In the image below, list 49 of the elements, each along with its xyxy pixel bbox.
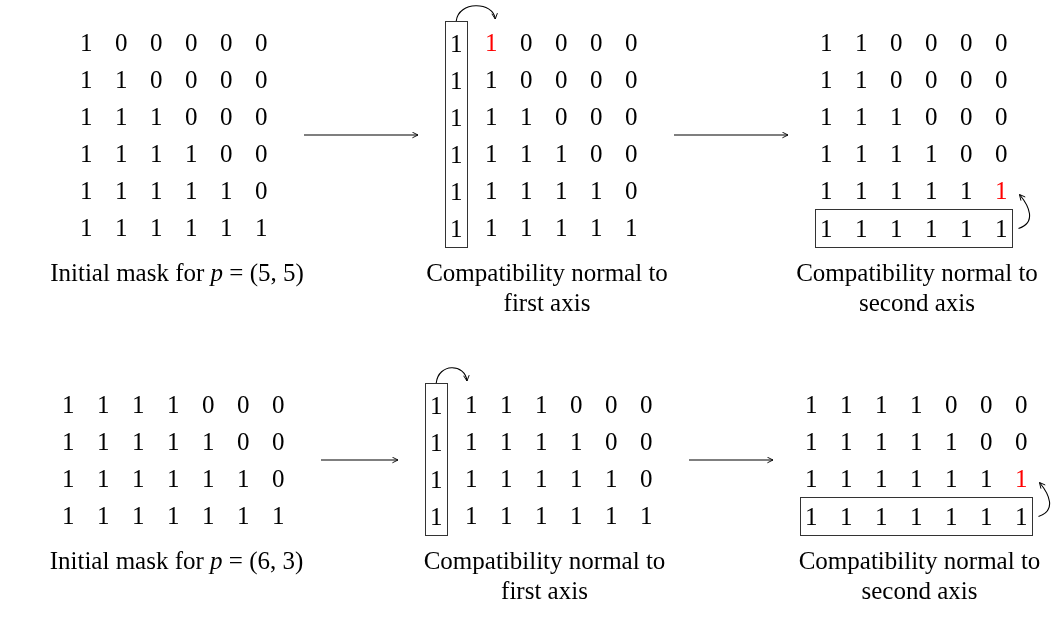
arrow xyxy=(673,131,789,139)
curved-arrow xyxy=(1037,481,1051,518)
matrix-row-text: 1 1 0 0 0 0 xyxy=(820,28,1008,58)
matrix-row-text: 1 1 1 0 0 0 xyxy=(80,102,268,132)
matrix-row-text: 0 0 0 0 xyxy=(520,28,638,58)
matrix-row-text: 1 1 0 0 0 0 xyxy=(80,65,268,95)
node-label: Compatibility normal to first axis xyxy=(422,546,667,606)
matrix-row-text: 1 1 1 1 1 0 xyxy=(465,464,653,494)
matrix-row-text: 1 1 1 1 1 1 xyxy=(805,464,993,494)
matrix-row-text: 1 1 1 1 1 1 0 xyxy=(62,464,285,494)
matrix-row-text: 1 0 0 0 0 0 xyxy=(80,28,268,58)
arrow xyxy=(688,456,774,464)
node-label: Compatibility normal to second axis xyxy=(797,546,1042,606)
matrix-row-text: 1 1 1 1 1 1 xyxy=(80,213,268,243)
matrix-row-text: 1 1 1 1 1 xyxy=(820,176,973,206)
curved-arrow xyxy=(455,5,497,22)
matrix-row-text: 1 1 1 1 1 0 0 xyxy=(805,427,1028,457)
matrix-row-text: 1 1 1 1 0 0 xyxy=(820,139,1008,169)
matrix-row-text: 1 1 1 1 1 1 1 xyxy=(62,501,285,531)
boxed-column: 1 1 1 1 1 1 xyxy=(445,21,468,248)
matrix-row-text: 1 0 0 0 0 xyxy=(485,65,638,95)
node-label: Initial mask for p = (6, 3) xyxy=(48,546,305,576)
highlighted-entry: 1 xyxy=(995,172,1008,209)
matrix-row-text: 1 1 1 1 1 xyxy=(485,213,638,243)
node-label: Initial mask for p = (5, 5) xyxy=(49,258,305,288)
matrix-row-text: 1 1 1 1 1 0 0 xyxy=(62,427,285,457)
matrix-row-text: 1 1 1 0 0 0 xyxy=(820,102,1008,132)
matrix-row-text: 1 1 1 1 1 1 xyxy=(465,501,653,531)
matrix-row-text: 1 1 1 1 0 0 xyxy=(80,139,268,169)
curved-arrow xyxy=(435,367,469,384)
matrix-row-text: 1 1 1 1 0 0 xyxy=(465,427,653,457)
boxed-row: 1 1 1 1 1 1 1 xyxy=(800,497,1033,536)
boxed-row: 1 1 1 1 1 1 xyxy=(815,209,1013,248)
matrix-row-text: 1 1 1 0 0 0 xyxy=(465,390,653,420)
matrix-row-text: 1 1 1 1 0 0 0 xyxy=(62,390,285,420)
node-label: Compatibility normal to first axis xyxy=(425,258,669,318)
boxed-column: 1 1 1 1 xyxy=(425,383,448,536)
node-label: Compatibility normal to second axis xyxy=(795,258,1039,318)
arrow xyxy=(320,456,399,464)
arrow xyxy=(303,131,419,139)
matrix-row-text: 1 1 0 0 0 xyxy=(485,102,638,132)
highlighted-entry: 1 xyxy=(1015,460,1028,497)
matrix-row-text: 1 1 1 1 0 0 0 xyxy=(805,390,1028,420)
matrix-row-text: 1 1 0 0 0 0 xyxy=(820,65,1008,95)
matrix-row-text: 1 1 1 0 0 xyxy=(485,139,638,169)
highlighted-entry: 1 xyxy=(485,24,498,61)
matrix-row-text: 1 1 1 1 1 0 xyxy=(80,176,268,206)
curved-arrow xyxy=(1017,193,1031,230)
matrix-row-text: 1 1 1 1 0 xyxy=(485,176,638,206)
